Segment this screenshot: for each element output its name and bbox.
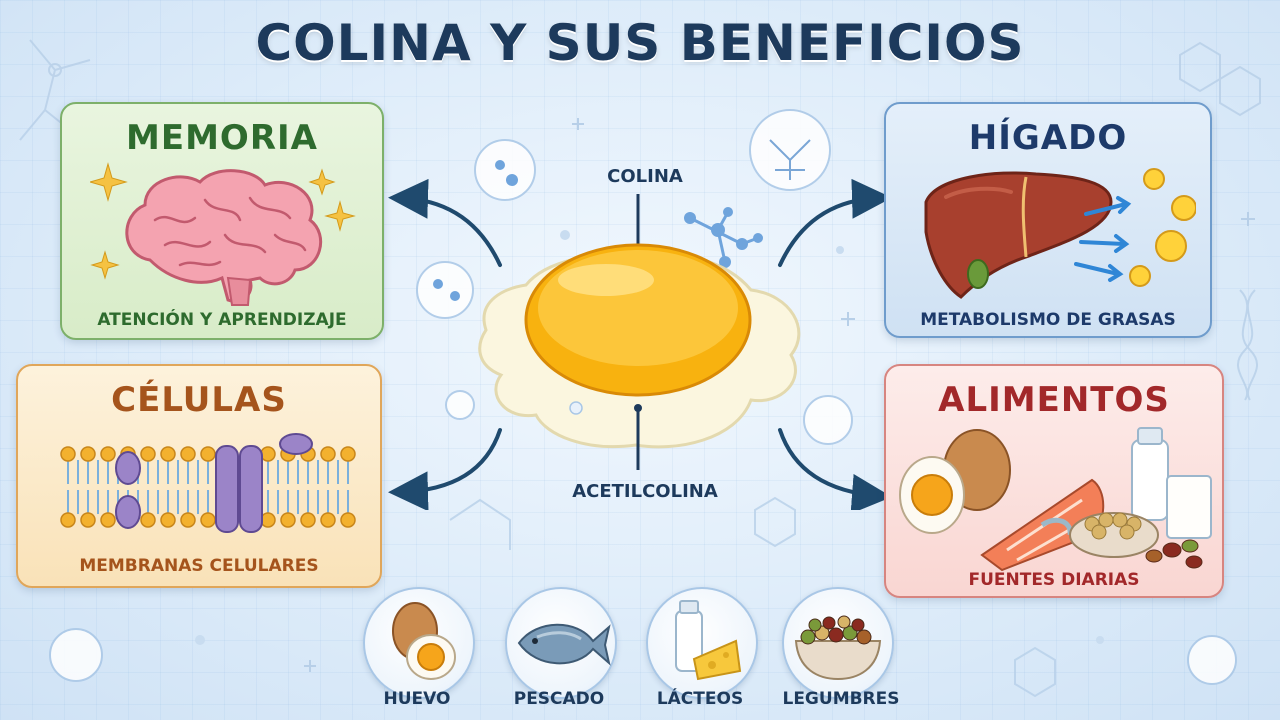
celulas-panel: CÉLULAS MEMBRANAS CELULARES [16, 364, 382, 588]
sparkle-icon [90, 162, 356, 280]
egg-icon [478, 194, 801, 470]
page-title: COLINA Y SUS BENEFICIOS [255, 14, 1025, 72]
food-lacteos [646, 587, 758, 699]
food-label-pescado: PESCADO [513, 689, 605, 709]
memoria-title: MEMORIA [126, 118, 318, 158]
alimentos-panel: ALIMENTOS FUENTES DIARIAS [884, 364, 1224, 598]
fish-icon [517, 623, 611, 666]
food-group-icon [899, 427, 1212, 572]
egg-icon [392, 602, 456, 680]
celulas-title: CÉLULAS [111, 380, 287, 420]
dairy-icon [675, 600, 742, 681]
memoria-panel: MEMORIA ATENCIÓN Y APRENDIZAJE [60, 102, 384, 340]
food-huevo [363, 587, 475, 699]
liver-icon [924, 171, 1113, 299]
food-label-huevo: HUEVO [383, 689, 451, 709]
memoria-caption: ATENCIÓN Y APRENDIZAJE [97, 310, 347, 330]
higado-title: HÍGADO [968, 118, 1128, 158]
food-label-legumbres: LEGUMBRES [782, 689, 900, 709]
food-legumbres [782, 587, 894, 699]
food-label-lacteos: LÁCTEOS [656, 689, 744, 709]
higado-panel: HÍGADO METABOLISMO DE GRASAS [884, 102, 1212, 338]
celulas-caption: MEMBRANAS CELULARES [79, 556, 319, 576]
alimentos-caption: FUENTES DIARIAS [968, 570, 1140, 590]
alimentos-title: ALIMENTOS [938, 380, 1170, 420]
cell-membrane-icon [60, 433, 356, 533]
legumes-icon [794, 615, 882, 681]
brain-icon [125, 169, 323, 306]
colina-label: COLINA [607, 166, 683, 187]
acetilcolina-label: ACETILCOLINA [572, 481, 718, 502]
higado-caption: METABOLISMO DE GRASAS [920, 310, 1176, 330]
fat-droplets-icon [1074, 168, 1196, 287]
food-pescado [505, 587, 617, 699]
flow-arrows [388, 178, 892, 510]
